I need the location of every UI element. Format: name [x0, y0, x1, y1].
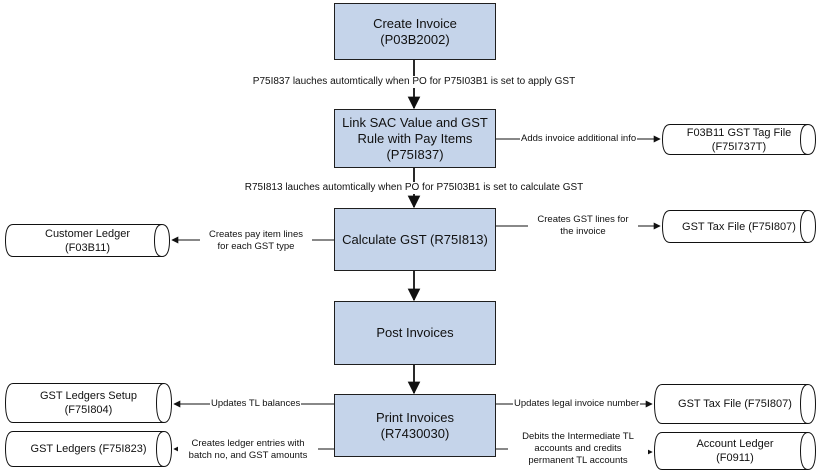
store-gst-tag-file-label: F03B11 GST Tag File (F75I737T) — [686, 126, 792, 153]
label-debits-intermediate: Debits the Intermediate TL accounts and … — [508, 431, 648, 467]
store-shape — [653, 432, 817, 470]
process-post-invoices: Post Invoices — [334, 301, 496, 365]
store-account-ledger-label: Account Ledger (F0911) — [696, 438, 774, 464]
store-gst-ledgers-setup: GST Ledgers Setup (F75I804) — [4, 383, 173, 423]
process-link-sac: Link SAC Value and GST Rule with Pay Ite… — [334, 109, 496, 168]
store-shape — [4, 383, 173, 423]
label-updates-tl: Updates TL balances — [210, 398, 302, 410]
label-r75i813-launch: R75I813 lauches automtically when PO for… — [214, 182, 614, 194]
store-shape — [661, 124, 817, 155]
store-gst-tax-file-2-label: GST Tax File (F75I807) — [678, 398, 792, 410]
label-p75i837-launch: P75I837 lauches automtically when PO for… — [214, 76, 614, 88]
store-customer-ledger: Customer Ledger (F03B11) — [4, 224, 171, 257]
store-customer-ledger-label: Customer Ledger (F03B11) — [45, 227, 130, 254]
store-gst-tax-file-2: GST Tax File (F75I807) — [653, 384, 817, 424]
label-creates-pay-items: Creates pay item lines for each GST type — [200, 229, 312, 253]
store-gst-ledgers: GST Ledgers (F75I823) — [4, 431, 173, 467]
store-shape — [653, 384, 817, 424]
process-print-invoices-label: Print Invoices (R7430030) — [375, 409, 455, 441]
process-post-invoices-label: Post Invoices — [376, 325, 454, 340]
process-print-invoices: Print Invoices (R7430030) — [334, 394, 496, 457]
label-creates-gst-lines: Creates GST lines for the invoice — [528, 214, 638, 238]
label-creates-ledger-entries: Creates ledger entries with batch no, an… — [178, 438, 318, 462]
store-shape — [4, 224, 171, 257]
store-gst-tax-file-1-label: GST Tax File (F75I807) — [682, 220, 796, 233]
store-account-ledger: Account Ledger (F0911) — [653, 432, 817, 470]
process-link-sac-label: Link SAC Value and GST Rule with Pay Ite… — [342, 114, 488, 162]
store-gst-ledgers-setup-label: GST Ledgers Setup (F75I804) — [39, 390, 138, 416]
store-shape — [4, 431, 173, 467]
store-gst-tag-file: F03B11 GST Tag File (F75I737T) — [661, 124, 817, 155]
store-shape — [661, 210, 817, 243]
process-create-invoice: Create Invoice (P03B2002) — [334, 3, 496, 60]
process-calculate-gst-label: Calculate GST (R75I813) — [342, 231, 488, 247]
label-updates-legal: Updates legal invoice number — [513, 398, 641, 410]
process-create-invoice-label: Create Invoice (P03B2002) — [373, 15, 457, 47]
store-gst-tax-file-1: GST Tax File (F75I807) — [661, 210, 817, 243]
store-gst-ledgers-label: GST Ledgers (F75I823) — [30, 443, 147, 455]
process-calculate-gst: Calculate GST (R75I813) — [334, 208, 496, 271]
label-adds-info: Adds invoice additional info — [520, 133, 638, 145]
